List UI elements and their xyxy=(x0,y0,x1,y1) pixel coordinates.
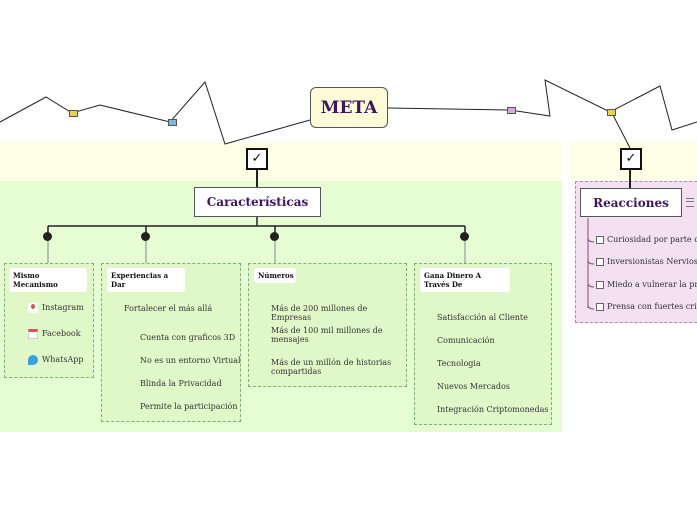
list-item[interactable]: Más de 200 millones de Empresas xyxy=(271,304,368,322)
list-item[interactable]: Comunicación xyxy=(437,336,495,345)
list-item[interactable]: Satisfacción al Cliente xyxy=(437,313,528,322)
list-item[interactable]: Nuevos Mercados xyxy=(437,382,510,391)
list-item[interactable]: Integración Criptomonedas xyxy=(437,405,549,414)
link-marker-icon[interactable] xyxy=(507,107,516,114)
reaction-item[interactable]: Curiosidad por parte del p xyxy=(596,235,697,244)
reaction-item[interactable]: Prensa con fuertes critica xyxy=(596,302,697,311)
link-marker-icon[interactable] xyxy=(69,110,78,117)
branch-dot xyxy=(460,232,469,241)
list-item[interactable]: No es un entorno Virtual xyxy=(140,356,241,365)
checkbox-icon[interactable] xyxy=(596,235,604,244)
item-label: Curiosidad por parte del p xyxy=(607,235,697,244)
branch-dot xyxy=(43,232,52,241)
reaction-item[interactable]: Inversionistas Nerviosos xyxy=(596,257,697,266)
item-label: WhatsApp xyxy=(42,355,84,364)
group-title[interactable]: Mismo Mecanismo xyxy=(9,268,87,292)
characteristics-check-icon[interactable]: ✓ xyxy=(246,148,268,170)
characteristics-topic[interactable]: Características xyxy=(194,187,321,217)
reaction-item[interactable]: Miedo a vulnerar la priva xyxy=(596,280,697,289)
facebook-icon xyxy=(28,329,38,339)
central-topic[interactable]: META xyxy=(310,87,388,128)
item-label: Inversionistas Nerviosos xyxy=(607,257,697,266)
branch-dot xyxy=(141,232,150,241)
list-item[interactable]: Instagram xyxy=(28,303,84,313)
item-label: Miedo a vulnerar la priva xyxy=(607,280,697,289)
list-item[interactable]: WhatsApp xyxy=(28,355,83,365)
zigzag-right-line xyxy=(387,79,697,131)
group-title[interactable]: Números xyxy=(254,268,296,283)
item-label: Prensa con fuertes critica xyxy=(607,302,697,311)
reactions-check-icon[interactable]: ✓ xyxy=(620,148,642,170)
list-item[interactable]: Tecnologia xyxy=(437,359,481,368)
list-item[interactable]: Cuenta con graficos 3D xyxy=(140,333,236,342)
list-item[interactable]: Permite la participación xyxy=(140,402,238,411)
whatsapp-icon xyxy=(28,355,38,365)
group-numeros xyxy=(248,263,407,387)
item-label: Instagram xyxy=(42,303,84,312)
branch-dot xyxy=(270,232,279,241)
checkbox-icon[interactable] xyxy=(596,280,604,289)
zigzag-left-line xyxy=(0,81,311,145)
link-marker-icon[interactable] xyxy=(607,109,616,116)
link-marker-icon[interactable] xyxy=(168,119,177,126)
checkbox-icon[interactable] xyxy=(596,257,604,266)
list-item[interactable]: Facebook xyxy=(28,329,81,339)
item-label: Facebook xyxy=(42,329,81,338)
reactions-topic[interactable]: Reacciones xyxy=(580,188,682,217)
checkbox-icon[interactable] xyxy=(596,302,604,311)
group-title[interactable]: Experiencias a Dar xyxy=(107,268,185,292)
list-item[interactable]: Más de 100 mil millones de mensajes xyxy=(271,326,383,344)
group-title[interactable]: Gana Dinero A Través De xyxy=(420,268,510,292)
list-item[interactable]: Más de un millón de historias compartida… xyxy=(271,358,392,376)
list-item[interactable]: Blinda la Privacidad xyxy=(140,379,222,388)
instagram-icon xyxy=(28,303,38,313)
group-subtitle[interactable]: Fortalecer el más allá xyxy=(124,304,213,313)
notes-icon[interactable] xyxy=(686,198,694,207)
